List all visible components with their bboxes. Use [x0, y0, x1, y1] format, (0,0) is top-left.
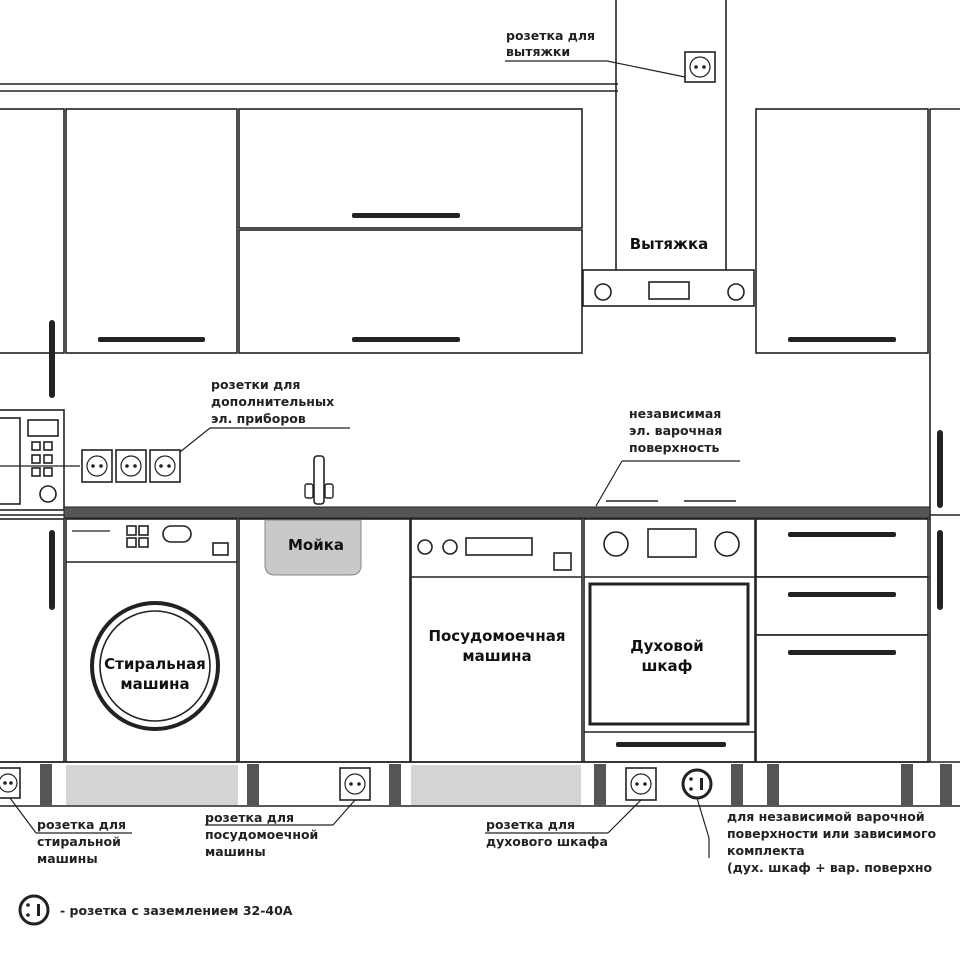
- hood-socket-icon: [684, 51, 716, 83]
- dishwasher-socket-label-2: посудомоечной: [205, 827, 318, 842]
- washer-socket-label-2: стиральной: [37, 834, 121, 849]
- washer-socket-callout: розетка для стиральной машины: [9, 797, 132, 866]
- power-socket-label-3: комплекта: [727, 843, 805, 858]
- plinth: [0, 761, 960, 807]
- sink-cabinet: Мойка: [238, 518, 411, 763]
- hood-duct: [0, 0, 727, 270]
- oven-socket-icon: [625, 767, 657, 801]
- countertop: [63, 506, 931, 519]
- washer-socket-label-3: машины: [37, 851, 98, 866]
- extra-sockets-label-1: розетки для: [211, 377, 300, 392]
- power-socket-label-4: (дух. шкаф + вар. поверхно: [727, 860, 933, 875]
- hood-socket-callout: розетка для вытяжки: [505, 28, 686, 78]
- dishwasher-label-2: машина: [462, 647, 531, 665]
- dishwasher-label-1: Посудомоечная: [428, 627, 565, 645]
- right-tall-handle: [937, 430, 943, 508]
- cooktop-label-2: эл. варочная: [629, 423, 722, 438]
- faucet-icon: [304, 455, 334, 505]
- washer-label-1: Стиральная: [104, 655, 206, 673]
- hood-socket-label-2: вытяжки: [506, 44, 570, 59]
- cooktop-callout: независимая эл. варочная поверхность: [595, 406, 740, 507]
- oven-socket-callout: розетка для духового шкафа: [485, 799, 642, 849]
- cooktop-label-3: поверхность: [629, 440, 720, 455]
- right-base-cabinet: [929, 519, 943, 762]
- dishwasher: Посудомоечная машина: [410, 518, 583, 763]
- oven-label-1: Духовой: [630, 637, 703, 655]
- extra-sockets: [0, 449, 181, 483]
- dishwasher-socket-callout: розетка для посудомоечной машины: [205, 799, 356, 859]
- extra-sockets-label-3: эл. приборов: [211, 411, 306, 426]
- dishwasher-socket-icon: [339, 767, 371, 801]
- hood-label: Вытяжка: [630, 235, 709, 253]
- microwave: [0, 409, 65, 511]
- legend: - розетка с заземлением 32-40А: [18, 894, 293, 926]
- upper-cabinets: [0, 108, 960, 520]
- extra-sockets-label-2: дополнительных: [211, 394, 334, 409]
- washer-label-2: машина: [120, 675, 189, 693]
- oven: Духовой шкаф: [583, 518, 756, 763]
- extra-sockets-callout: розетки для дополнительных эл. приборов: [179, 377, 350, 453]
- cooktop-label-1: независимая: [629, 406, 721, 421]
- drawer-unit: [755, 518, 929, 763]
- hood: Вытяжка: [582, 235, 755, 307]
- washing-machine: Стиральная машина: [65, 518, 238, 763]
- power-socket-callout: для независимой варочной поверхности или…: [696, 797, 937, 875]
- washer-socket-label-1: розетка для: [37, 817, 126, 832]
- grounded-socket-icon: [681, 768, 713, 800]
- legend-text: - розетка с заземлением 32-40А: [60, 903, 293, 918]
- oven-socket-label-1: розетка для: [486, 817, 575, 832]
- left-tall-handle: [49, 320, 55, 398]
- legend-grounded-socket-icon: [18, 894, 50, 926]
- oven-socket-label-2: духового шкафа: [486, 834, 608, 849]
- dishwasher-socket-label-1: розетка для: [205, 810, 294, 825]
- dishwasher-socket-label-3: машины: [205, 844, 266, 859]
- power-socket-label-1: для независимой варочной: [727, 809, 925, 824]
- hood-socket-label-1: розетка для: [506, 28, 595, 43]
- oven-label-2: шкаф: [641, 657, 692, 675]
- power-socket-label-2: поверхности или зависимого: [727, 826, 937, 841]
- left-base-cabinet: [0, 518, 65, 763]
- sink-label: Мойка: [288, 536, 344, 554]
- washer-socket-icon: [0, 767, 21, 799]
